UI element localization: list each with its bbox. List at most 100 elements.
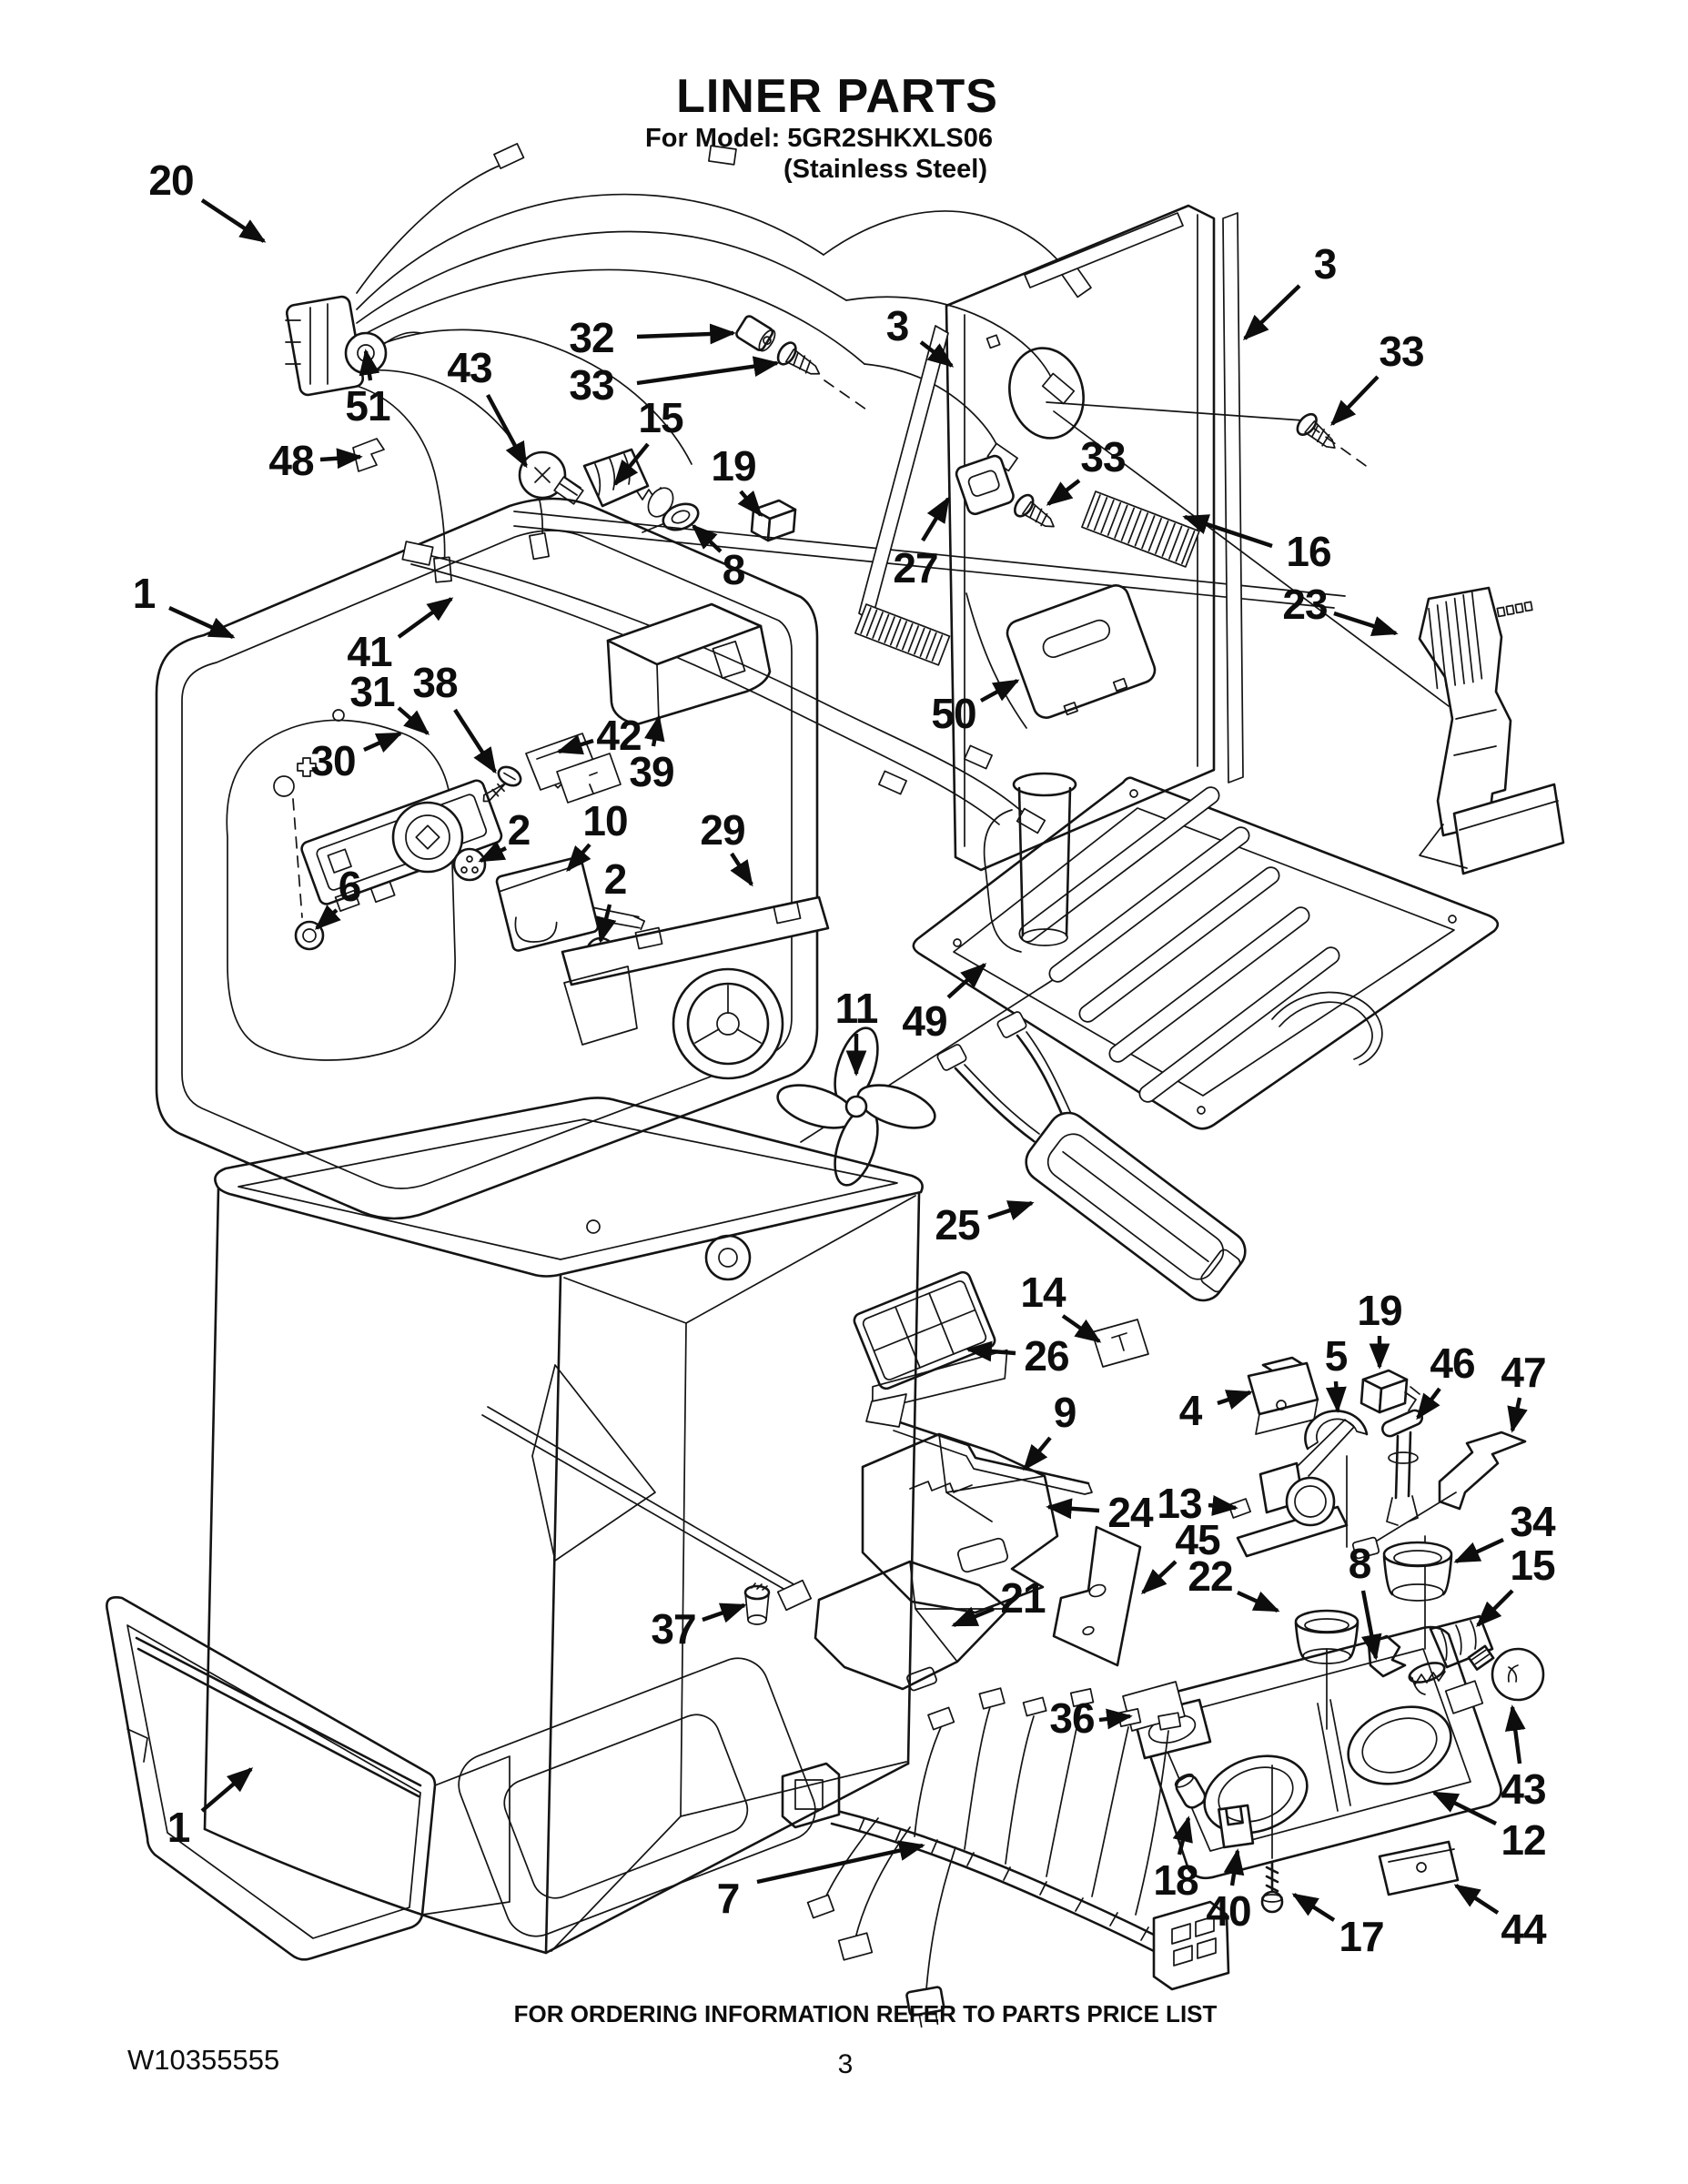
callout-arrow-24 xyxy=(1046,1498,1100,1520)
spacer-screw-drawing xyxy=(735,315,867,410)
wire-harness-7-drawing xyxy=(781,1687,1230,2028)
callout-label-8: 8 xyxy=(722,546,746,593)
callout-label-45: 45 xyxy=(1175,1516,1220,1563)
callout-label-4: 4 xyxy=(1178,1387,1203,1434)
evap-pan-drawing xyxy=(1122,1625,1502,1914)
callout-arrow-15 xyxy=(1475,1589,1514,1628)
callout-arrow-29 xyxy=(730,852,753,887)
callout-arrow-34 xyxy=(1453,1538,1504,1563)
callout-arrow-44 xyxy=(1453,1884,1500,1915)
callout-arrow-3 xyxy=(919,340,955,368)
callout-label-33: 33 xyxy=(1080,433,1126,480)
callout-arrow-40 xyxy=(1223,1848,1245,1886)
callout-label-33: 33 xyxy=(1379,328,1424,375)
callout-label-23: 23 xyxy=(1282,581,1328,628)
callout-arrow-25 xyxy=(987,1200,1035,1220)
callout-arrow-37 xyxy=(702,1603,747,1623)
callout-arrow-46 xyxy=(1416,1387,1441,1421)
foam-covers-drawing xyxy=(814,1432,1142,1692)
callout-label-3: 3 xyxy=(885,302,910,349)
callout-label-1: 1 xyxy=(167,1804,191,1851)
callout-arrow-51 xyxy=(359,349,380,381)
callout-arrow-7 xyxy=(756,1840,925,1885)
callout-label-18: 18 xyxy=(1153,1856,1198,1904)
callout-arrow-23 xyxy=(1333,611,1399,636)
drawer-pan-drawing xyxy=(106,1596,510,1961)
document-number: W10355555 xyxy=(127,2044,280,2076)
callout-label-17: 17 xyxy=(1339,1913,1384,1960)
callout-arrow-22 xyxy=(1237,1590,1280,1613)
callout-label-26: 26 xyxy=(1024,1332,1069,1380)
callout-label-15: 15 xyxy=(638,394,683,441)
callout-arrow-8 xyxy=(691,524,723,553)
callout-label-25: 25 xyxy=(935,1201,980,1249)
callout-label-40: 40 xyxy=(1206,1887,1251,1935)
callout-label-24: 24 xyxy=(1107,1489,1153,1536)
callout-arrow-47 xyxy=(1507,1397,1528,1433)
callout-arrow-36 xyxy=(1098,1708,1133,1730)
callout-label-11: 11 xyxy=(834,985,879,1032)
callout-label-29: 29 xyxy=(700,806,745,854)
callout-arrow-19 xyxy=(737,490,763,518)
callout-arrow-8 xyxy=(1360,1590,1382,1661)
lower-liner-drawing xyxy=(203,1097,924,1955)
callout-label-10: 10 xyxy=(582,797,628,844)
callout-label-36: 36 xyxy=(1049,1694,1095,1742)
callout-arrow-38 xyxy=(453,708,497,774)
callout-label-44: 44 xyxy=(1501,1906,1546,1953)
callout-label-22: 22 xyxy=(1188,1552,1233,1600)
callout-arrow-2 xyxy=(478,841,507,863)
control-housing-drawing xyxy=(1418,586,1565,875)
callout-label-19: 19 xyxy=(1357,1287,1402,1334)
callout-arrow-32 xyxy=(636,323,736,345)
callout-arrow-26 xyxy=(965,1340,1016,1362)
callout-arrow-30 xyxy=(363,731,403,753)
callout-arrow-5 xyxy=(1325,1380,1347,1413)
callout-label-43: 43 xyxy=(1501,1765,1546,1813)
callout-label-2: 2 xyxy=(603,855,628,903)
callout-label-47: 47 xyxy=(1501,1349,1546,1396)
callout-arrow-33 xyxy=(636,356,780,386)
callout-arrow-49 xyxy=(946,963,987,999)
callout-arrow-9 xyxy=(1023,1436,1052,1471)
finish-line: (Stainless Steel) xyxy=(783,155,988,184)
callout-arrow-3 xyxy=(1242,284,1301,340)
callout-label-14: 14 xyxy=(1020,1269,1066,1316)
callout-label-13: 13 xyxy=(1157,1480,1202,1527)
callout-label-33: 33 xyxy=(569,361,614,409)
callout-label-27: 27 xyxy=(893,544,938,592)
callout-label-21: 21 xyxy=(1000,1574,1046,1622)
callout-label-48: 48 xyxy=(268,437,314,484)
callout-label-8: 8 xyxy=(1348,1540,1372,1587)
bracket-25-drawing xyxy=(936,1011,1247,1302)
callout-arrow-39 xyxy=(644,714,665,747)
page-number: 3 xyxy=(837,2049,854,2079)
callout-label-9: 9 xyxy=(1053,1389,1077,1436)
callout-arrow-43 xyxy=(486,393,528,469)
callout-arrow-1 xyxy=(200,1767,254,1813)
callout-arrow-14 xyxy=(1061,1314,1102,1343)
callout-label-3: 3 xyxy=(1313,240,1338,288)
callout-label-41: 41 xyxy=(347,628,392,675)
callout-arrow-33 xyxy=(1046,479,1081,506)
callout-label-31: 31 xyxy=(349,668,395,715)
callout-label-16: 16 xyxy=(1286,528,1331,575)
callout-arrow-17 xyxy=(1291,1893,1336,1922)
page-title: LINER PARTS xyxy=(676,70,998,123)
callout-label-42: 42 xyxy=(596,712,642,759)
back-panel-drawing xyxy=(854,204,1450,872)
callout-label-34: 34 xyxy=(1510,1498,1555,1545)
callout-arrow-18 xyxy=(1172,1815,1193,1855)
callout-label-46: 46 xyxy=(1430,1340,1475,1387)
callout-label-12: 12 xyxy=(1501,1816,1546,1864)
ordering-note: FOR ORDERING INFORMATION REFER TO PARTS … xyxy=(513,2000,1218,2027)
small-parts-drawing xyxy=(1228,1356,1527,1730)
callout-arrow-31 xyxy=(397,706,430,735)
callout-label-38: 38 xyxy=(412,659,458,706)
cups-socket-bulb-drawing xyxy=(1294,1541,1545,1702)
callout-label-37: 37 xyxy=(651,1605,696,1653)
callout-label-43: 43 xyxy=(447,344,492,391)
callout-label-20: 20 xyxy=(148,157,194,204)
control-bracket-drawing xyxy=(300,765,646,967)
